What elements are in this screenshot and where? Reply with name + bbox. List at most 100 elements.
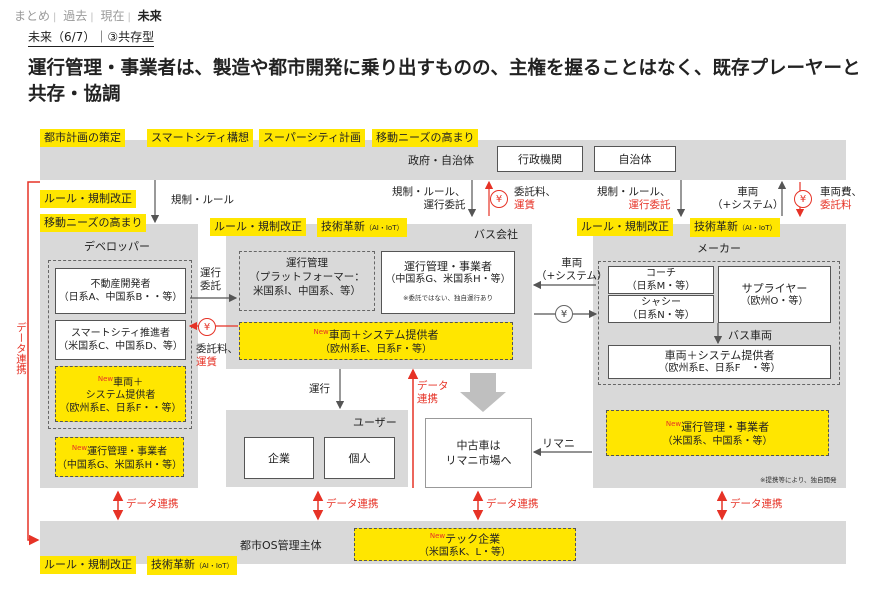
label-vehicle-fee: 車両費、 委託料 xyxy=(820,186,862,212)
nav-future[interactable]: 未来 xyxy=(137,9,162,23)
bus-platform: 運行管理 （プラットフォーマー： 米国系I、中国系、等） xyxy=(239,256,375,298)
bus-platform-title: 運行管理 xyxy=(286,257,328,269)
individual-box: 個人 xyxy=(324,437,395,479)
label-data-link-user: データ連携 xyxy=(326,498,379,510)
individual-label: 個人 xyxy=(348,451,371,465)
chassis-title: シャシー xyxy=(641,297,681,308)
label-vehicle-fee-b: 委託料 xyxy=(820,199,852,211)
new-badge: New xyxy=(429,531,446,540)
user-label: ユーザー xyxy=(353,416,397,429)
label-fee-2a: 委託料、 xyxy=(196,343,238,355)
chassis-box: シャシー （日系N・等） xyxy=(608,295,714,323)
dev-ops-provider: New運行管理・事業者 （中国系G、米国系H・等） xyxy=(55,437,184,477)
bus-platform-group xyxy=(239,251,375,311)
nav-past[interactable]: 過去 xyxy=(63,9,88,23)
bottom-tag-tech: 技術革新（AI・IoT） xyxy=(147,556,238,575)
company-label: 企業 xyxy=(268,451,290,465)
bus-tag-tech: 技術革新（AI・IoT） xyxy=(317,218,408,237)
nav-present[interactable]: 現在 xyxy=(100,9,125,23)
bus-tag-tech-label: 技術革新 xyxy=(321,220,365,233)
label-rules-3: 規制・ルール、 運行委託 xyxy=(597,186,671,212)
label-vehicle: 車両 （+システム） xyxy=(712,186,783,212)
bus-ops-note: ※委託ではない、独自運行あり xyxy=(403,294,493,302)
maker-ops-title: 運行管理・事業者 xyxy=(681,420,770,434)
maker-label: メーカー xyxy=(697,242,741,255)
label-rules-3b: 運行委託 xyxy=(628,199,671,211)
smart-city-sub: （米国系C、中国系D、等） xyxy=(58,341,183,352)
big-down-arrow xyxy=(460,373,506,412)
dev-vehicle-sub: （欧州系E、日系F・・等） xyxy=(59,403,182,415)
label-data-center-b: 連携 xyxy=(417,393,438,405)
yen-icon: ¥ xyxy=(794,190,812,208)
maker-vehicle-provider: 車両＋システム提供者 （欧州系E、日系F ・等） xyxy=(608,345,831,379)
municipality-label: 自治体 xyxy=(618,152,652,166)
yen-icon: ¥ xyxy=(555,305,573,323)
tech-company-box: Newテック企業 （米国系K、L・等） xyxy=(354,528,576,561)
label-rules-3a: 規制・ルール、 xyxy=(597,186,671,198)
label-rules-1: 規制・ルール xyxy=(171,194,234,206)
bus-ops-box: 運行管理・事業者 （中国系G、米国系H・等） ※委託ではない、独自運行あり xyxy=(381,251,515,314)
section-subtitle: 未来（6/7）｜③共存型 xyxy=(28,28,155,47)
label-vehicle-2b: （+システム） xyxy=(536,270,608,282)
maker-note: ※提携等により、独自開発 xyxy=(760,476,837,484)
city-os-label: 都市OS管理主体 xyxy=(240,539,322,552)
label-ops-commission-a: 運行 xyxy=(200,267,221,279)
bottom-tag-tech-label: 技術革新 xyxy=(151,558,195,571)
label-ops-commission: 運行 委託 xyxy=(200,267,221,293)
label-data-center-a: データ xyxy=(417,380,449,392)
label-rules-2b: 運行委託 xyxy=(423,199,466,211)
bus-vehicle-title: 車両＋システム提供者 xyxy=(328,328,439,342)
dev-vehicle-provider: New車両＋ システム提供者 （欧州系E、日系F・・等） xyxy=(55,366,186,422)
dev-ops-sub: （中国系G、米国系H・等） xyxy=(56,459,183,471)
nav-summary[interactable]: まとめ xyxy=(14,9,51,23)
label-data-link-used: データ連携 xyxy=(486,498,539,510)
dev-tag-mobility: 移動ニーズの高まり xyxy=(40,214,147,232)
smart-city-title: スマートシティ推進者 xyxy=(70,328,171,339)
bus-ops-sub: （中国系G、米国系H・等） xyxy=(385,274,511,285)
coach-title: コーチ xyxy=(646,268,676,279)
label-vehicle-2a: 車両 xyxy=(561,257,583,269)
label-data-vertical: データ連携 xyxy=(14,322,27,375)
breadcrumb-nav: まとめ| 過去| 現在| 未来 xyxy=(14,7,162,24)
label-operation: 運行 xyxy=(309,383,330,395)
yen-icon: ¥ xyxy=(198,318,216,336)
tag-smart-city: スマートシティ構想 xyxy=(147,129,254,147)
used-line1: 中古車は xyxy=(456,439,501,452)
maker-vehicle-sub: （欧州系E、日系F ・等） xyxy=(658,363,781,374)
label-fee-1a: 委託料、 xyxy=(514,186,556,198)
coach-sub: （日系M・等） xyxy=(626,281,696,292)
maker-vehicle-title: 車両＋システム提供者 xyxy=(664,349,775,362)
label-data-link-dev: データ連携 xyxy=(126,498,179,510)
bus-vehicle-label: バス車両 xyxy=(728,329,772,342)
maker-tag-tech-label: 技術革新 xyxy=(694,220,738,233)
chassis-sub: （日系N・等） xyxy=(627,310,695,321)
municipality-box: 自治体 xyxy=(594,146,676,172)
bus-ops-title: 運行管理・事業者 xyxy=(404,260,492,273)
label-fee-1b: 運賃 xyxy=(514,199,535,211)
label-fee-2: 委託料、 運賃 xyxy=(196,343,238,369)
bus-tag-rules: ルール・規制改正 xyxy=(210,218,306,236)
label-fee-2b: 運賃 xyxy=(196,356,217,368)
used-line2: リマニ市場へ xyxy=(445,454,512,467)
supplier-title: サプライヤー xyxy=(741,281,808,295)
developer-dashed-group xyxy=(48,260,192,429)
maker-tag-rules: ルール・規制改正 xyxy=(577,218,673,236)
dev-tag-rules: ルール・規制改正 xyxy=(40,190,136,208)
nav-separator: | xyxy=(90,12,94,23)
tag-city-planning: 都市計画の策定 xyxy=(40,129,125,147)
real-estate-sub: （日系A、中国系B・・等） xyxy=(58,292,183,303)
remanufacture-label: リマニ xyxy=(542,437,575,450)
bottom-tag-rules: ルール・規制改正 xyxy=(40,556,136,574)
bus-platform-sub2: 米国系I、中国系、等） xyxy=(252,285,362,297)
real-estate-title: 不動産開発者 xyxy=(90,279,151,290)
label-data-center: データ 連携 xyxy=(417,380,449,406)
label-vehicle-2: 車両 （+システム） xyxy=(536,257,607,283)
label-rules-2: 規制・ルール、 運行委託 xyxy=(392,186,466,212)
bus-company-label: バス会社 xyxy=(474,228,518,241)
real-estate-developer: 不動産開発者 （日系A、中国系B・・等） xyxy=(55,268,186,314)
government-label: 政府・自治体 xyxy=(408,154,474,167)
nav-separator: | xyxy=(127,12,131,23)
bus-vehicle-sub: （欧州系E、日系F・等） xyxy=(319,343,433,355)
coach-box: コーチ （日系M・等） xyxy=(608,266,714,294)
